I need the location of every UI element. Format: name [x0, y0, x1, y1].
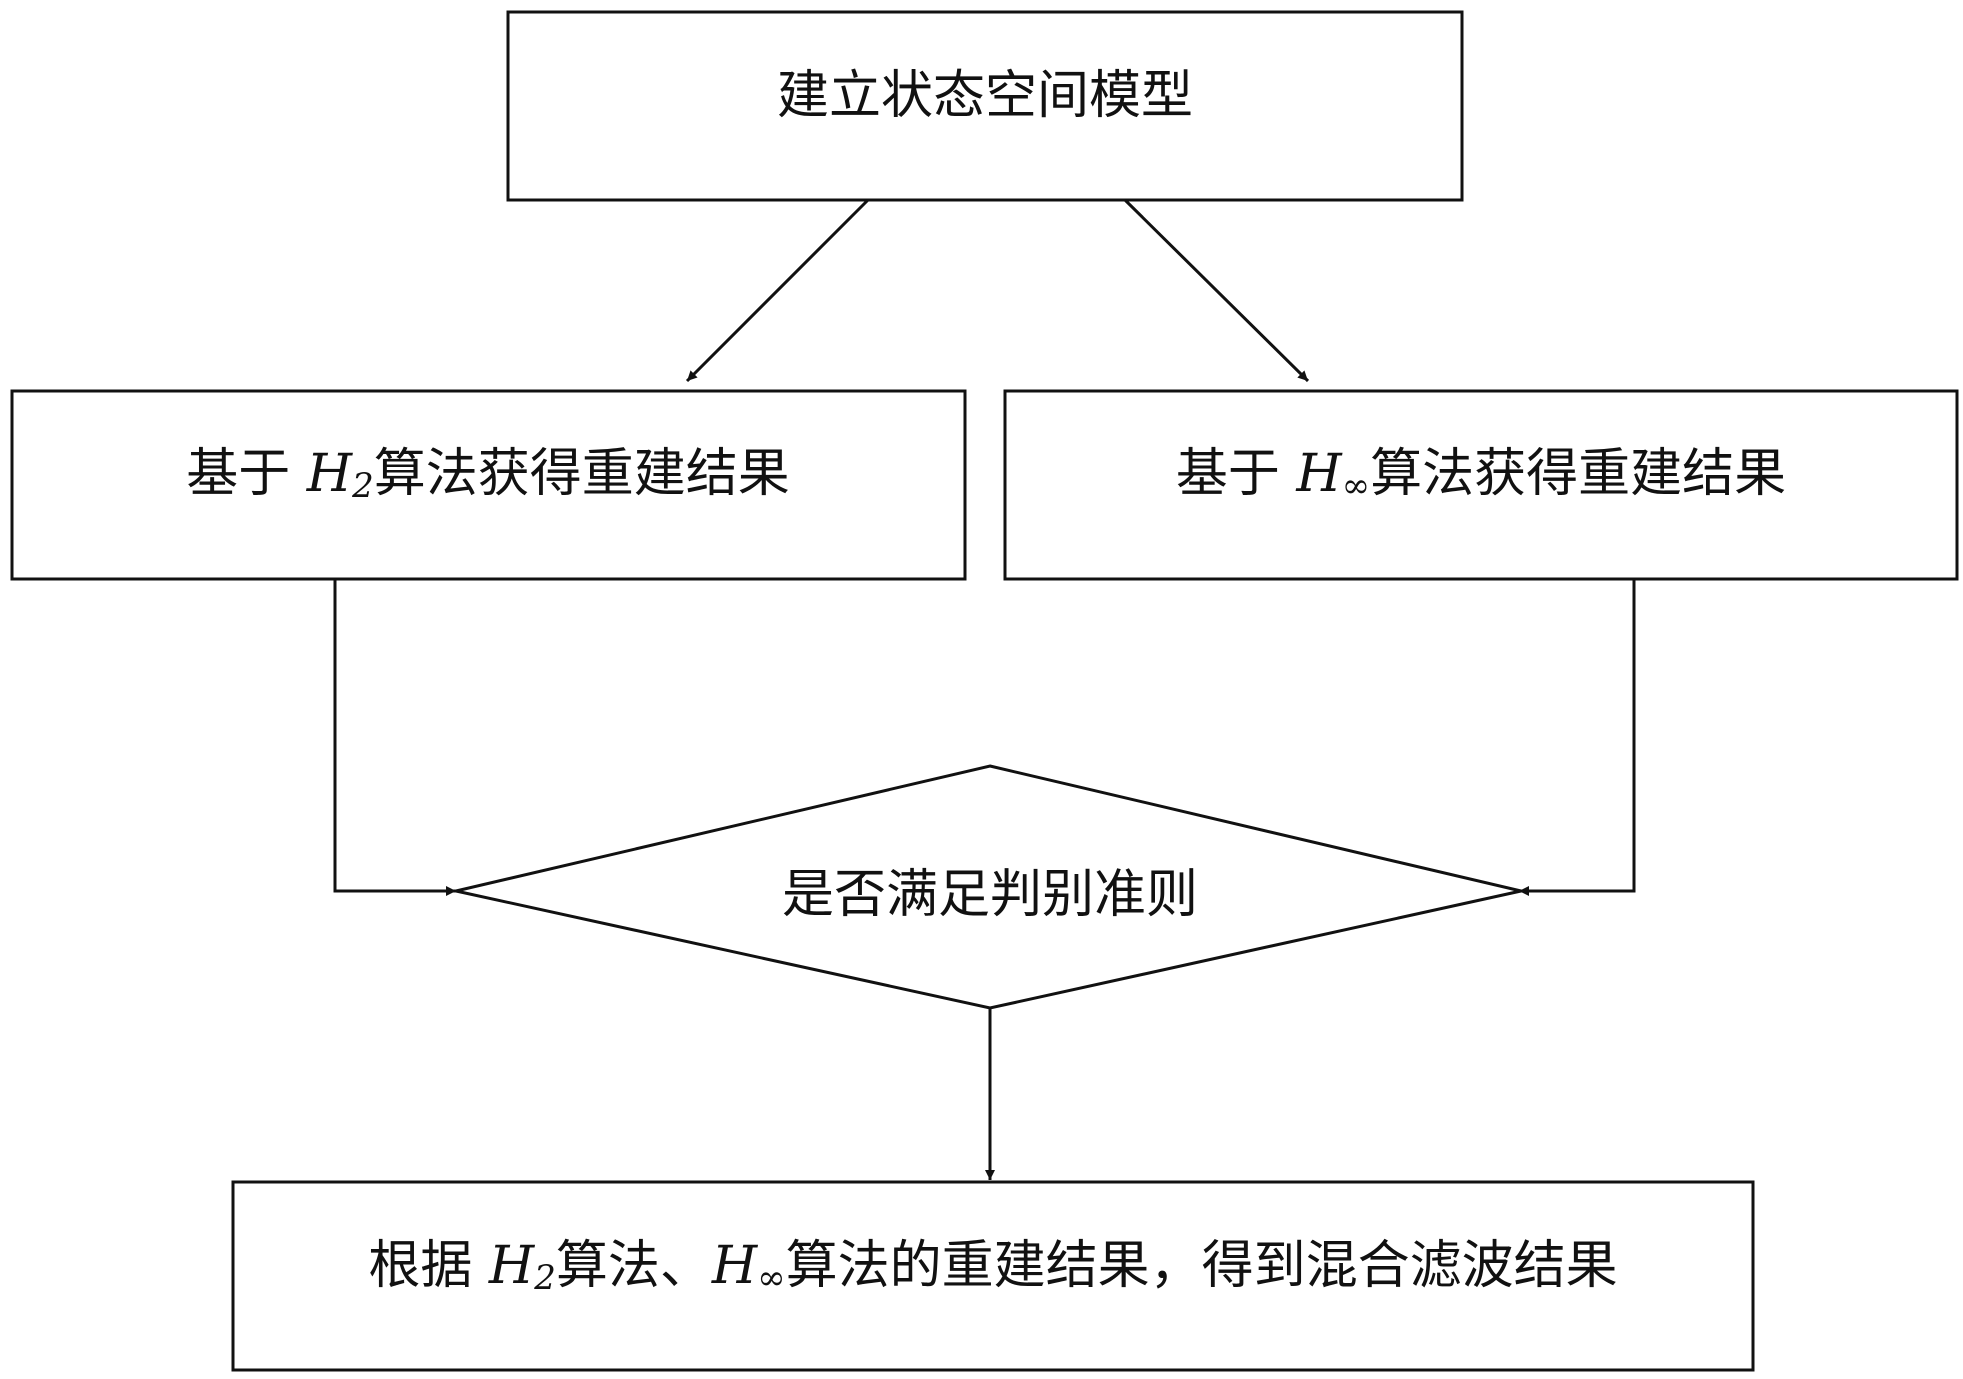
edge-hinf-to-decision: [1519, 579, 1634, 891]
node-result: 根据 H2算法、H∞算法的重建结果，得到混合滤波结果: [233, 1182, 1753, 1370]
edge-h2-to-decision: [335, 579, 456, 891]
node-model-label: 建立状态空间模型: [777, 66, 1193, 126]
node-h2: 基于 H2算法获得重建结果: [12, 391, 965, 579]
node-hinf: 基于 H∞算法获得重建结果: [1005, 391, 1957, 579]
node-decision: 是否满足判别准则: [456, 766, 1521, 1008]
node-model: 建立状态空间模型: [508, 12, 1462, 200]
edge-model-to-hinf: [1125, 200, 1308, 381]
node-decision-label: 是否满足判别准则: [782, 865, 1198, 925]
edge-model-to-h2: [687, 200, 868, 381]
node-hinf-label: 基于 H∞算法获得重建结果: [1176, 444, 1786, 506]
node-h2-label: 基于 H2算法获得重建结果: [186, 444, 790, 506]
node-result-label: 根据 H2算法、H∞算法的重建结果，得到混合滤波结果: [368, 1236, 1617, 1298]
